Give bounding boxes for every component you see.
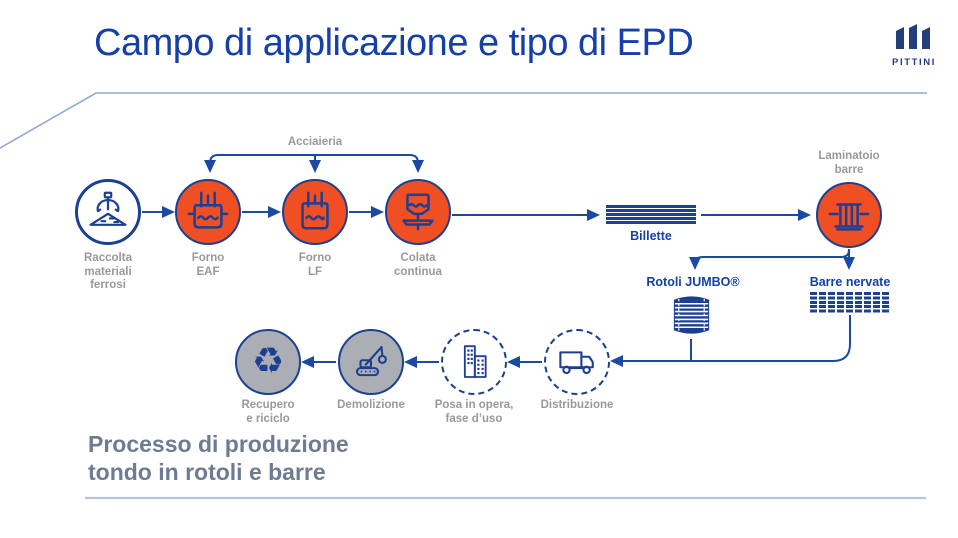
label-distribuzione: Distribuzione bbox=[540, 399, 614, 411]
node-demolizione bbox=[338, 329, 404, 395]
pittini-bars-logo-icon bbox=[896, 24, 930, 49]
node-forno-lf bbox=[282, 179, 348, 245]
label-barre-nervate: Barre nervate bbox=[809, 275, 891, 289]
label-laminatoio: Laminatoio barre bbox=[818, 150, 880, 176]
label-acciaieria: Acciaieria bbox=[287, 136, 343, 148]
label-posa-in-opera: Posa in opera, fase d’uso bbox=[434, 399, 514, 425]
label-raccolta: Raccolta materiali ferrosi bbox=[84, 252, 132, 291]
bracket-arrow-colata bbox=[409, 154, 424, 173]
billets-stack-icon bbox=[606, 205, 696, 224]
jumbo-coil-icon bbox=[668, 292, 715, 344]
ribbed-bars-icon bbox=[810, 292, 890, 313]
logo-wordmark: PITTINI bbox=[892, 57, 936, 68]
lf-furnace-icon bbox=[301, 191, 329, 230]
arrow-barre-distribuzione bbox=[610, 315, 851, 367]
label-colata-continua: Colata continua bbox=[394, 252, 442, 278]
scrap-claw-icon bbox=[89, 191, 127, 226]
node-forno-eaf bbox=[175, 179, 241, 245]
label-billette: Billette bbox=[630, 229, 672, 243]
node-distribuzione bbox=[544, 329, 610, 395]
node-posa-in-opera bbox=[441, 329, 507, 395]
company-logo: PITTINI bbox=[884, 24, 944, 68]
process-caption: Processo di produzione tondo in rotoli e… bbox=[88, 431, 349, 485]
node-raccolta bbox=[75, 179, 141, 245]
continuous-casting-icon bbox=[402, 193, 434, 231]
buildings-icon bbox=[463, 345, 487, 378]
truck-icon bbox=[559, 351, 594, 375]
rolling-mill-icon bbox=[828, 203, 870, 231]
node-laminatoio bbox=[816, 182, 882, 248]
eaf-furnace-icon bbox=[187, 191, 229, 229]
label-forno-eaf: Forno EAF bbox=[191, 252, 225, 278]
label-demolizione: Demolizione bbox=[337, 399, 405, 411]
arrow-laminatoio-rotoli bbox=[689, 249, 850, 270]
page-title: Campo di applicazione e tipo di EPD bbox=[94, 22, 694, 64]
bracket-arrow-eaf bbox=[204, 154, 219, 173]
node-recupero: ♻ bbox=[235, 329, 301, 395]
recycle-icon: ♻ bbox=[251, 341, 285, 382]
label-recupero: Recupero e riciclo bbox=[241, 399, 295, 425]
label-rotoli-jumbo: Rotoli JUMBO® bbox=[646, 275, 740, 289]
node-colata-continua bbox=[385, 179, 451, 245]
top-rule bbox=[0, 92, 927, 149]
demolition-crane-icon bbox=[355, 346, 387, 377]
label-forno-lf: Forno LF bbox=[298, 252, 332, 278]
